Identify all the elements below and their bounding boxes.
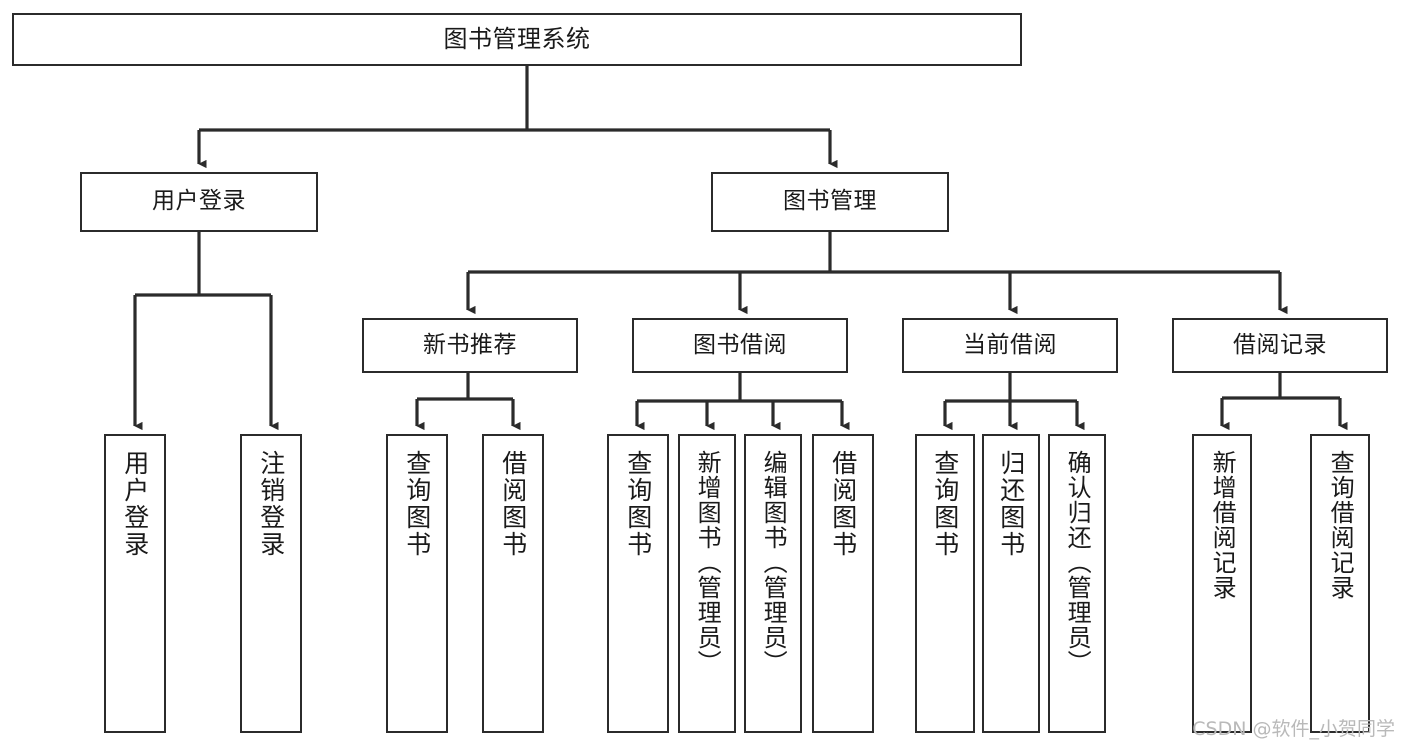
node-label: 注销登录 [256, 450, 286, 558]
node-leaf-confirm-return-admin[interactable]: 确认归还（管理员） [1048, 434, 1106, 733]
node-leaf-borrow-book-recommend[interactable]: 借阅图书 [482, 434, 544, 733]
node-leaf-add-borrow-record[interactable]: 新增借阅记录 [1192, 434, 1252, 733]
node-label: 查询借阅记录 [1326, 450, 1355, 600]
node-label: 编辑图书（管理员） [759, 450, 788, 675]
node-book-borrow[interactable]: 图书借阅 [632, 318, 848, 373]
node-label: 用户登录 [152, 188, 246, 215]
node-leaf-return-book[interactable]: 归还图书 [982, 434, 1040, 733]
node-label: 新增借阅记录 [1208, 450, 1237, 600]
node-label: 借阅记录 [1233, 331, 1327, 358]
node-current-borrow[interactable]: 当前借阅 [902, 318, 1118, 373]
node-leaf-borrow-book[interactable]: 借阅图书 [812, 434, 874, 733]
node-book-management[interactable]: 图书管理 [711, 172, 949, 232]
node-label: 当前借阅 [963, 331, 1057, 358]
node-leaf-add-book-admin[interactable]: 新增图书（管理员） [678, 434, 736, 733]
node-user-login[interactable]: 用户登录 [80, 172, 318, 232]
node-new-book-recommend[interactable]: 新书推荐 [362, 318, 578, 373]
node-label: 图书管理系统 [443, 25, 591, 54]
node-label: 用户登录 [120, 450, 150, 558]
node-leaf-edit-book-admin[interactable]: 编辑图书（管理员） [744, 434, 802, 733]
node-label: 借阅图书 [498, 450, 528, 558]
node-label: 新增图书（管理员） [693, 450, 722, 675]
node-label: 查询图书 [930, 450, 960, 558]
node-leaf-query-borrow-record[interactable]: 查询借阅记录 [1310, 434, 1370, 733]
node-label: 查询图书 [623, 450, 653, 558]
node-leaf-query-book-current[interactable]: 查询图书 [915, 434, 975, 733]
node-label: 查询图书 [402, 450, 432, 558]
node-label: 归还图书 [996, 450, 1026, 558]
node-label: 图书借阅 [693, 331, 787, 358]
node-label: 新书推荐 [423, 331, 517, 358]
node-root-system[interactable]: 图书管理系统 [12, 13, 1022, 66]
node-leaf-query-book-recommend[interactable]: 查询图书 [386, 434, 448, 733]
node-label: 借阅图书 [828, 450, 858, 558]
node-borrow-record[interactable]: 借阅记录 [1172, 318, 1388, 373]
node-label: 确认归还（管理员） [1063, 450, 1092, 675]
node-label: 图书管理 [783, 188, 877, 215]
csdn-watermark: CSDN @软件_小贺同学 [1192, 718, 1395, 740]
node-leaf-user-login[interactable]: 用户登录 [104, 434, 166, 733]
node-leaf-query-book-borrow[interactable]: 查询图书 [607, 434, 669, 733]
node-leaf-logout[interactable]: 注销登录 [240, 434, 302, 733]
